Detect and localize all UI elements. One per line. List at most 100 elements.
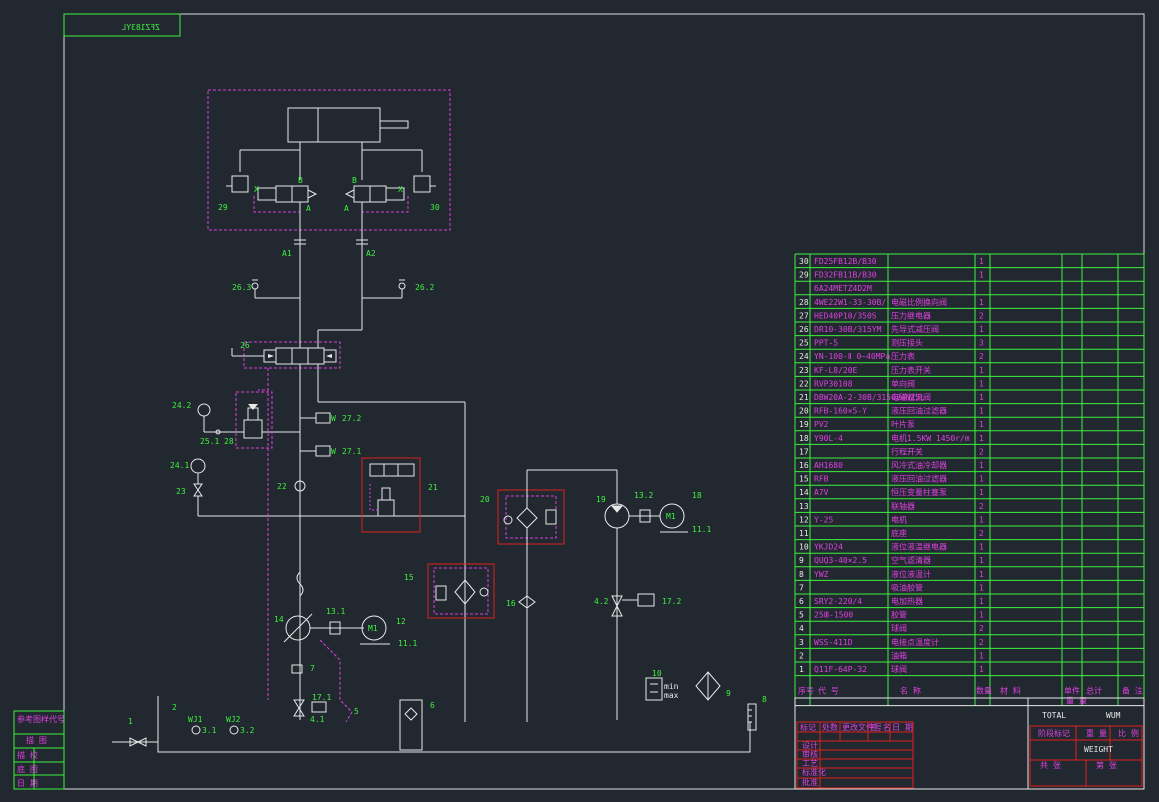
bom-no: 17 [799, 447, 809, 456]
bom-code: Y90L-4 [814, 434, 843, 443]
label-15: 15 [404, 573, 414, 582]
label-a-left: A [306, 204, 311, 213]
bom-qty: 1 [979, 543, 984, 552]
label-24-2: 24.2 [172, 401, 191, 410]
bom-no: 10 [799, 543, 809, 552]
title-wum: WUM [1106, 711, 1121, 720]
bom-name: 测压接头 [891, 338, 923, 348]
cylinder-assembly [207, 89, 451, 290]
mark-col-2: 更改文件号 [842, 722, 882, 732]
bom-code: RFB-160×5-Y [814, 407, 867, 416]
label-19: 19 [596, 495, 606, 504]
bom-qty: 2 [979, 638, 984, 647]
label-min: min [664, 682, 679, 691]
bom-code: HED40P10/350S [814, 311, 877, 320]
label-17-2: 17.2 [662, 597, 681, 606]
title-box-mirrored [63, 13, 181, 37]
bom-no: 9 [799, 556, 804, 565]
bom-no: 23 [799, 366, 809, 375]
label-3-1: 3.1 [202, 726, 217, 735]
title-stage: 阶段标记 [1038, 728, 1070, 738]
bom-qty: 1 [979, 257, 984, 266]
bom-name: 胶管 [891, 610, 907, 620]
bom-code: WSS-411D [814, 638, 853, 647]
bom-qty: 1 [979, 515, 984, 524]
bom-name: 电加热器 [891, 596, 923, 606]
bom-no: 11 [799, 529, 809, 538]
tank-2 [112, 696, 751, 753]
label-b-left: B [298, 176, 303, 185]
bom-no: 13 [799, 502, 809, 511]
filter-group-15 [427, 563, 495, 619]
bom-name: 液压回油过滤器 [891, 474, 947, 484]
role-0: 设计 [802, 740, 818, 750]
title-total: TOTAL [1042, 711, 1066, 720]
bom-no: 5 [799, 611, 804, 620]
bom-qty: 1 [979, 488, 984, 497]
label-x-right: X [398, 185, 403, 194]
bom-qty: 1 [979, 420, 984, 429]
bom-name: 液位液温继电器 [891, 542, 947, 552]
gauge-24-1 [190, 458, 465, 517]
pump-19-motor-18 [604, 503, 688, 720]
role-3: 标准化 [802, 767, 826, 777]
mark-col-3: 签 名 [870, 722, 891, 732]
relief-valve-21 [361, 457, 421, 533]
label-22: 22 [277, 482, 287, 491]
bom-qty: 1 [979, 298, 984, 307]
mark-col-4: 日 期 [892, 723, 913, 732]
label-9: 9 [726, 689, 731, 698]
bom-no: 3 [799, 638, 804, 647]
bom-name: 叶片泵 [891, 419, 915, 429]
bom-name: 电机 [891, 514, 907, 524]
label-24-1: 24.1 [170, 461, 189, 470]
label-25-1: 25.1 [200, 437, 219, 446]
bom-code: KF-L8/20E [814, 366, 858, 375]
label-w-27-2: W [331, 414, 336, 423]
bom-no: 21 [799, 393, 809, 402]
bom-qty: 3 [979, 339, 984, 348]
label-30: 30 [430, 203, 440, 212]
bom-qty: 2 [979, 352, 984, 361]
role-1: 审核 [802, 749, 818, 759]
bom-name: 行程开关 [891, 446, 923, 456]
bom-no: 18 [799, 434, 809, 443]
bom-name: 电接点温度计 [891, 637, 939, 647]
bom-no: 30 [799, 257, 809, 266]
label-8: 8 [762, 695, 767, 704]
air-filter-9 [695, 671, 721, 701]
label-wj2: WJ2 [226, 715, 241, 724]
label-5: 5 [354, 707, 359, 716]
label-a1: A1 [282, 249, 292, 258]
bom-code: YN-100-Ⅱ 0~40MPa [814, 352, 890, 361]
heater-6 [399, 699, 423, 751]
label-16: 16 [506, 599, 516, 608]
level-relay-10 [645, 677, 663, 701]
label-28: 28 [224, 437, 234, 446]
label-27-1: 27.1 [342, 447, 361, 456]
pressure-switches [300, 412, 331, 457]
mark-col-1: 处数 [822, 722, 838, 732]
bom-qty: 1 [979, 366, 984, 375]
left-label-date: 日 期 [17, 779, 38, 788]
bom-code: YWZ [814, 570, 829, 579]
bom-no: 7 [799, 583, 804, 592]
label-29: 29 [218, 203, 228, 212]
switch-17-1 [311, 701, 327, 713]
bom-no: 14 [799, 488, 809, 497]
bom-name: 恒压变量柱塞泵 [891, 487, 947, 497]
title-weight: WEIGHT [1084, 745, 1113, 754]
bom-code: DR10-30B/315YM [814, 325, 882, 334]
bom-name: 压力继电器 [891, 310, 931, 320]
bom-header-weight: 重 量 [1066, 696, 1087, 706]
left-label-trace: 描 图 [26, 735, 47, 745]
directional-valve-26 [231, 290, 466, 722]
bom-name: 球阀 [891, 623, 907, 633]
bom-name: 联轴器 [891, 501, 915, 511]
reducing-valve-28 [197, 391, 300, 449]
bom-name: 空气滤清器 [891, 555, 931, 565]
title-sheet: 第 张 [1096, 760, 1117, 770]
bom-no: 1 [799, 665, 804, 674]
bom-code: 6A24METZ4D2M [814, 284, 872, 293]
bom-code: PV2 [814, 420, 829, 429]
